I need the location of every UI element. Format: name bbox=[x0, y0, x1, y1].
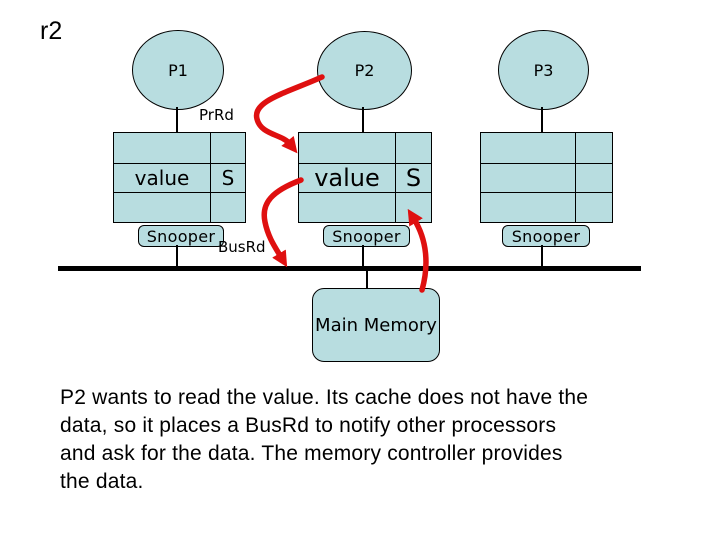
p3-cache-cell bbox=[575, 133, 612, 163]
p2-circle-to-cache-line bbox=[362, 107, 364, 133]
p3-snooper-label: Snooper bbox=[511, 226, 581, 246]
busrd-label: BusRd bbox=[218, 238, 266, 256]
p1-snooper: Snooper bbox=[138, 225, 224, 247]
processor-p2: P2 bbox=[317, 31, 412, 110]
p2-cache-cell bbox=[395, 192, 431, 222]
processor-p1: P1 bbox=[132, 30, 224, 110]
p3-snooper-to-bus-line bbox=[541, 245, 543, 267]
p2-snooper-label: Snooper bbox=[332, 226, 401, 246]
p3-cache-value bbox=[481, 163, 575, 192]
prrd-label: PrRd bbox=[199, 106, 234, 124]
p3-circle-to-cache-line bbox=[541, 107, 543, 133]
busrd-arrow bbox=[261, 177, 304, 268]
p2-cache-cell bbox=[299, 192, 395, 222]
p3-cache-cell bbox=[481, 192, 575, 222]
p1-cache-cell bbox=[114, 192, 210, 222]
p3-snooper: Snooper bbox=[502, 225, 590, 247]
p1-circle-to-cache-line bbox=[176, 107, 178, 133]
p1-snooper-label: Snooper bbox=[146, 226, 216, 246]
main-memory-box: Main Memory bbox=[312, 288, 440, 362]
shared-bus-line bbox=[58, 266, 641, 271]
processor-p3-label: P3 bbox=[533, 60, 554, 80]
p3-cache-table bbox=[480, 132, 613, 223]
slide-corner-label: r2 bbox=[40, 17, 63, 45]
p3-cache-state bbox=[575, 163, 612, 192]
p2-snooper-to-bus-line bbox=[362, 245, 364, 267]
p1-cache-value: value bbox=[114, 163, 210, 192]
p3-cache-cell bbox=[481, 133, 575, 163]
p1-cache-cell bbox=[210, 133, 245, 163]
p2-cache-table: value S bbox=[298, 132, 432, 223]
processor-p1-label: P1 bbox=[168, 60, 188, 80]
p1-snooper-to-bus-line bbox=[176, 245, 178, 267]
main-memory-label: Main Memory bbox=[315, 314, 437, 336]
bus-to-memory-line bbox=[366, 271, 368, 289]
p3-cache-cell bbox=[575, 192, 612, 222]
p1-cache-state: S bbox=[210, 163, 245, 192]
p2-snooper: Snooper bbox=[323, 225, 410, 247]
p2-cache-cell bbox=[299, 133, 395, 163]
p2-cache-state: S bbox=[395, 163, 431, 192]
processor-p3: P3 bbox=[498, 30, 589, 110]
caption-text: P2 wants to read the value. Its cache do… bbox=[60, 386, 589, 493]
processor-p2-label: P2 bbox=[354, 61, 375, 80]
p2-cache-cell bbox=[395, 133, 431, 163]
p1-cache-table: value S bbox=[113, 132, 246, 223]
p2-cache-value: value bbox=[299, 163, 395, 192]
memory-response-arrow bbox=[407, 208, 429, 293]
p1-cache-cell bbox=[210, 192, 245, 222]
p1-cache-cell bbox=[114, 133, 210, 163]
